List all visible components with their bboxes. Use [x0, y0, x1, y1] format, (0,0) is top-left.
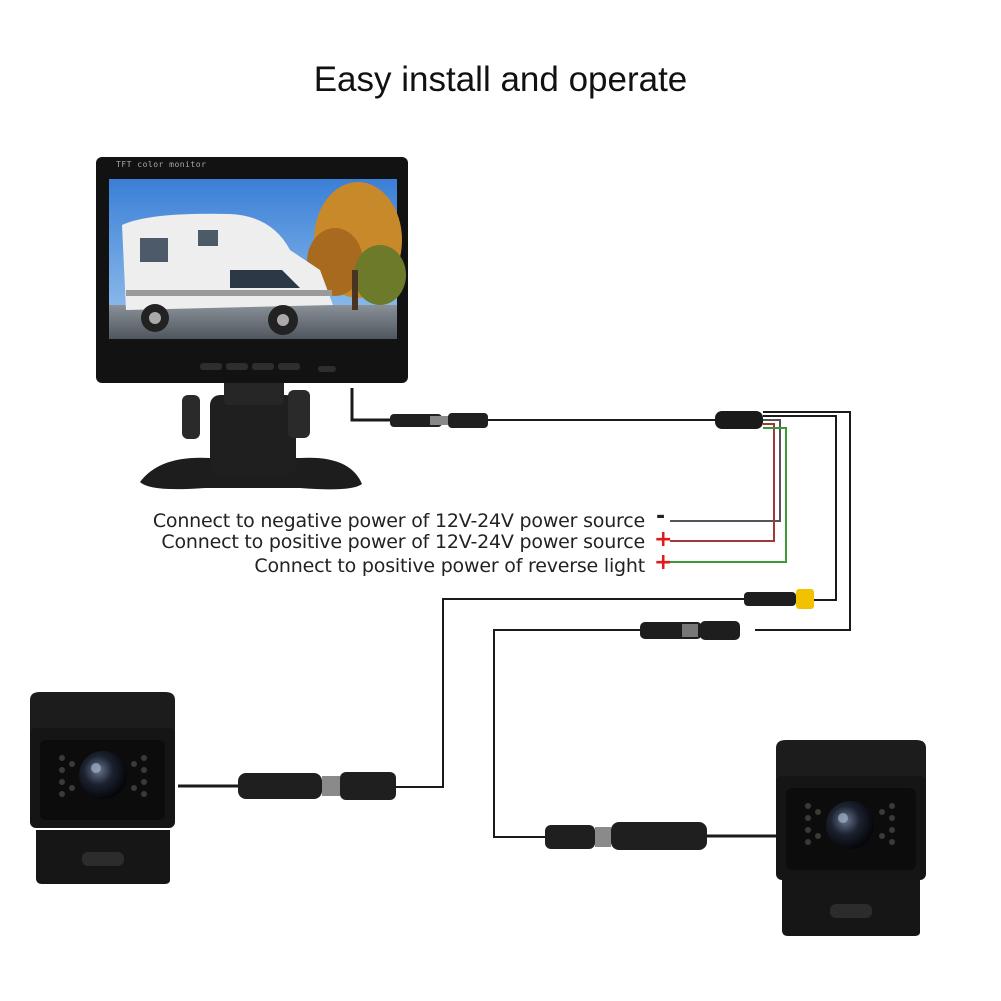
monitor-icon [96, 157, 408, 490]
page-title: Easy install and operate [313, 60, 688, 99]
connector-icon [390, 413, 488, 428]
connector-icon [720, 589, 814, 609]
connector-icon [618, 621, 740, 640]
camera-icon [30, 692, 175, 884]
label-negative-power: Connect to negative power of 12V-24V pow… [152, 510, 645, 532]
positive-sign: + [654, 527, 673, 552]
negative-sign: - [656, 504, 666, 529]
positive-sign-reverse: + [654, 550, 673, 575]
connector-icon [545, 822, 778, 850]
label-positive-power: Connect to positive power of 12V-24V pow… [161, 531, 645, 553]
label-reverse-light: Connect to positive power of reverse lig… [254, 555, 645, 577]
splitter-box [715, 411, 763, 429]
monitor-caption: TFT color monitor [116, 160, 207, 169]
camera-icon [776, 740, 926, 936]
connector-icon [178, 772, 396, 800]
